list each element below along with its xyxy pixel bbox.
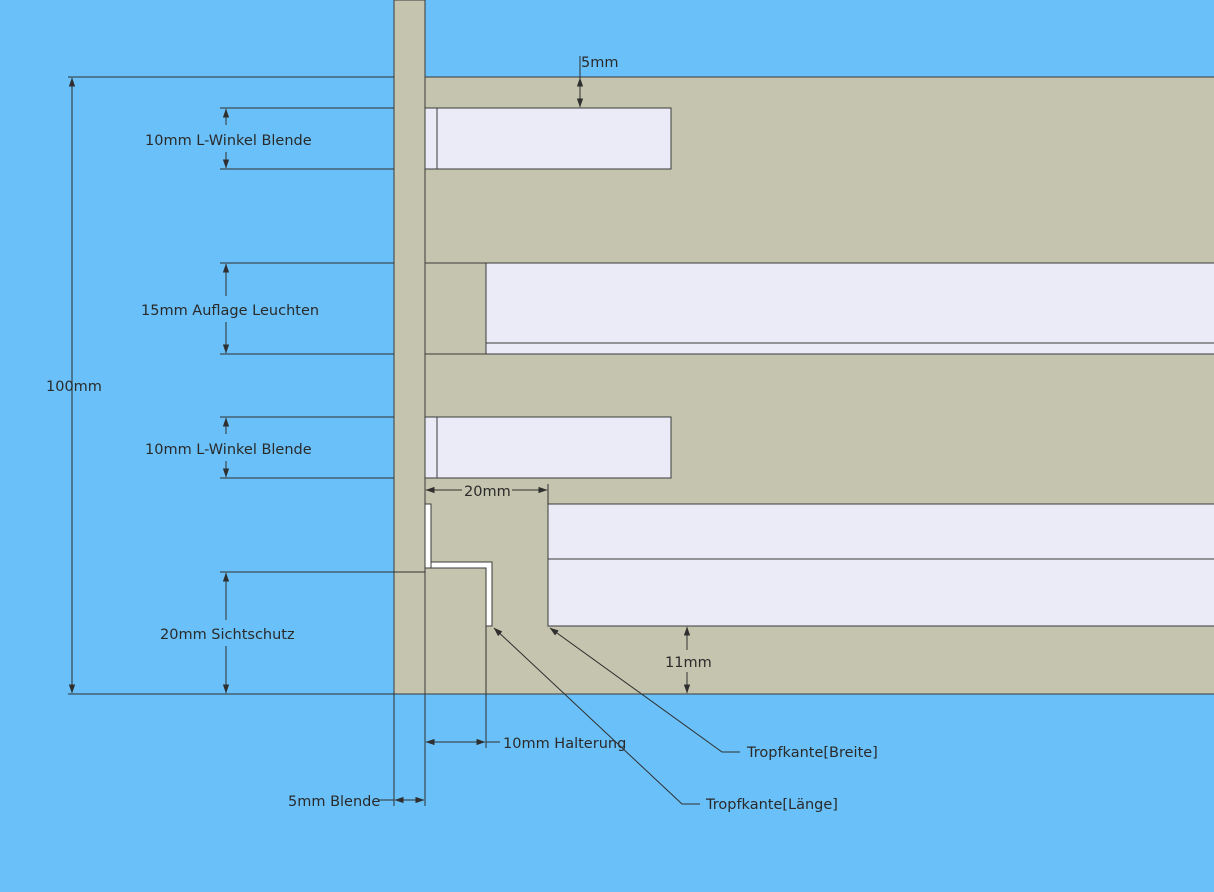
blende-1-label: 10mm L-Winkel Blende	[145, 133, 312, 149]
tropfkante-breite-label: Tropfkante[Breite]	[746, 745, 878, 761]
panel-auflage	[485, 262, 1214, 355]
tropfkante-laenge-label: Tropfkante[Länge]	[705, 797, 838, 813]
blende-2-label: 10mm L-Winkel Blende	[145, 442, 312, 458]
tropfkante-breite-leader	[549, 627, 740, 753]
panel-lower	[547, 503, 1214, 627]
bottom-gap-label: 11mm	[665, 655, 712, 671]
width-20-label: 20mm	[464, 484, 511, 500]
auflage-label: 15mm Auflage Leuchten	[141, 303, 319, 319]
blende-strip	[393, 0, 426, 695]
tropfkante-laenge-leader	[493, 627, 700, 805]
total-height-label: 100mm	[46, 379, 102, 395]
blende-5-label: 5mm Blende	[288, 794, 380, 810]
halterung-profile-inner	[430, 504, 487, 626]
top-gap-label: 5mm	[581, 55, 618, 71]
halterung-label: 10mm Halterung	[503, 736, 626, 752]
sichtschutz-label: 20mm Sichtschutz	[160, 627, 295, 643]
panel-l-winkel-2	[424, 416, 672, 479]
panel-l-winkel-1	[424, 107, 672, 170]
